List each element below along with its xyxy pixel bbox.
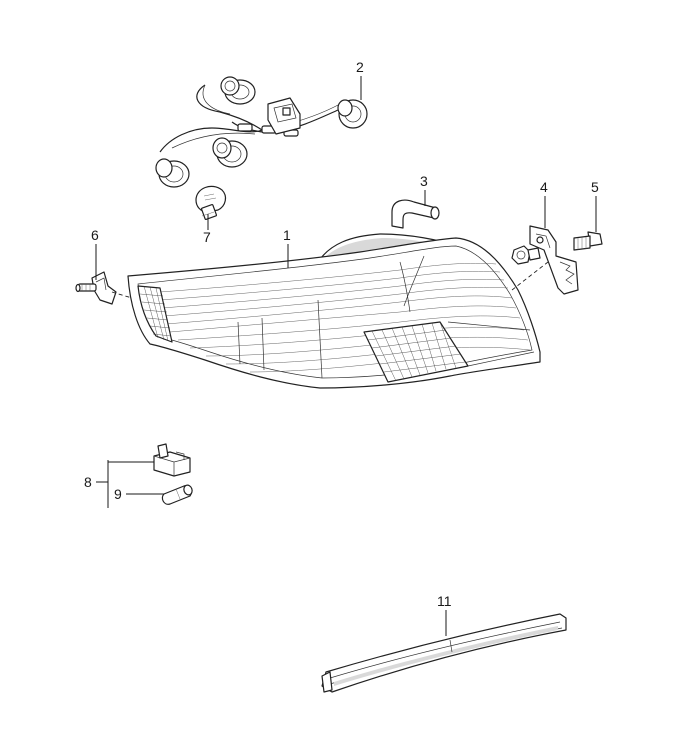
bulb bbox=[195, 185, 227, 221]
assembly-line bbox=[511, 261, 549, 291]
callout-3: 3 bbox=[420, 173, 428, 189]
leader-lines bbox=[95, 76, 597, 636]
callout-6: 6 bbox=[91, 227, 99, 243]
screw bbox=[573, 231, 603, 251]
nut bbox=[511, 245, 541, 265]
third-brake-light bbox=[321, 613, 567, 693]
bulb-socket bbox=[337, 99, 368, 129]
callout-9: 9 bbox=[114, 486, 122, 502]
reflector-grid bbox=[137, 285, 173, 343]
callout-2: 2 bbox=[356, 59, 364, 75]
bulb-holder bbox=[153, 443, 191, 477]
bulb-socket bbox=[155, 158, 190, 188]
small-bulb bbox=[161, 484, 193, 505]
bulb-socket bbox=[212, 137, 248, 168]
callout-5: 5 bbox=[591, 179, 599, 195]
assembly-line bbox=[111, 291, 133, 299]
callout-11: 11 bbox=[437, 593, 452, 609]
vent-hose bbox=[391, 199, 440, 229]
callout-4: 4 bbox=[540, 179, 548, 195]
callout-labels: 1 2 3 4 5 6 7 8 9 11 bbox=[84, 59, 599, 609]
callout-1: 1 bbox=[283, 227, 291, 243]
lamp-holder bbox=[75, 271, 117, 305]
wiring-harness bbox=[155, 76, 368, 188]
tail-lamp-housing bbox=[127, 233, 541, 389]
callout-7: 7 bbox=[203, 229, 211, 245]
callout-8: 8 bbox=[84, 474, 92, 490]
bulb-socket bbox=[220, 76, 256, 105]
mounting-bracket bbox=[529, 225, 579, 295]
